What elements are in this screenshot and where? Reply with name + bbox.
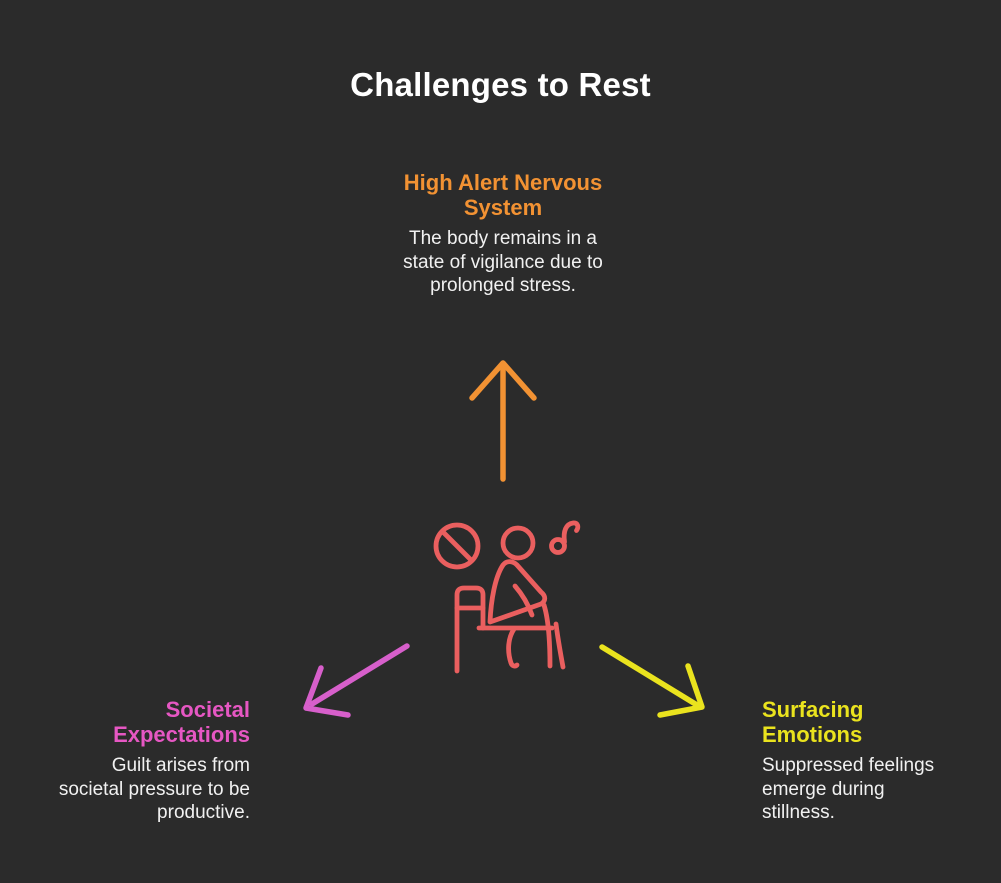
arrow-down-right-icon: [599, 644, 705, 718]
seat-icon: [454, 585, 555, 674]
arrow-down-left-icon: [303, 643, 410, 718]
node-heading-high-alert: High Alert Nervous System: [403, 170, 603, 220]
node-surfacing-emotions: Surfacing Emotions Suppressed feelings e…: [762, 697, 972, 825]
node-heading-societal-expectations: Societal Expectations: [113, 697, 250, 747]
node-description-high-alert: The body remains in a state of vigilance…: [403, 228, 603, 296]
sitting-person-icon: [487, 525, 566, 670]
arrow-up-icon: [469, 360, 537, 482]
prohibition-sign-icon: [433, 522, 481, 570]
node-heading-surfacing-emotions: Surfacing Emotions: [762, 697, 864, 747]
music-note-icon: [549, 520, 581, 555]
node-description-surfacing-emotions: Suppressed feelings emerge during stilln…: [762, 755, 935, 823]
page-title: Challenges to Rest: [350, 66, 651, 103]
node-description-societal-expectations: Guilt arises from societal pressure to b…: [58, 755, 250, 823]
node-societal-expectations: Societal Expectations Guilt arises from …: [48, 697, 250, 825]
person-resting-no-music-icon: [433, 520, 581, 674]
node-high-alert-nervous-system: High Alert Nervous System The body remai…: [391, 170, 615, 298]
